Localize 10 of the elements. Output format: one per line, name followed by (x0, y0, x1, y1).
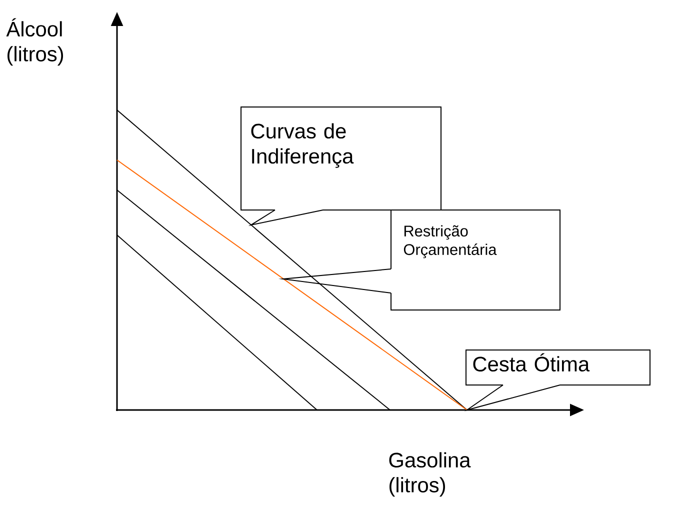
callout-text: Cesta Ótima (473, 353, 590, 372)
callout-text: Curvas de Indiferença (251, 123, 354, 168)
callout-tail (278, 268, 392, 294)
callout-text: Restrição Orçamentária (404, 225, 497, 258)
callout-box (466, 350, 650, 386)
axis-label: Gasolina (litros) (389, 452, 471, 497)
callout-box (240, 106, 442, 210)
axis-label: Álcool (litros) (6, 18, 63, 66)
callout-tail (248, 210, 324, 226)
callout-box (390, 210, 560, 310)
